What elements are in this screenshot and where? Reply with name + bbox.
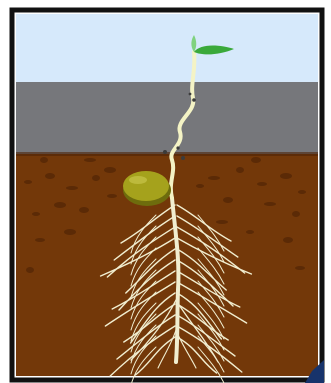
soil-speck — [264, 202, 276, 206]
soil-speck — [54, 202, 66, 208]
soil-speck — [246, 230, 254, 234]
soil-speck — [40, 157, 48, 163]
soil-speck — [292, 211, 300, 217]
soil-speck — [104, 167, 116, 173]
soil-speck — [66, 186, 78, 190]
seed-icon — [123, 171, 169, 201]
soil-speck — [280, 173, 292, 179]
soil-speck — [216, 220, 228, 224]
soil-speck — [32, 212, 40, 216]
soil-speck — [251, 157, 261, 163]
soil-speck — [295, 266, 305, 270]
soil-speck — [298, 190, 306, 194]
soil-speck — [35, 238, 45, 242]
soil-speck — [196, 184, 204, 188]
soil-surface-line — [16, 152, 318, 156]
soil-speck — [45, 173, 55, 179]
soil-speck — [79, 207, 89, 213]
sky-area — [16, 14, 318, 84]
soil-speck — [257, 182, 267, 186]
soil-speck — [223, 197, 233, 203]
seed-highlight — [129, 176, 147, 184]
soil-speck — [283, 237, 293, 243]
soil-speck — [107, 194, 117, 198]
soil-speck — [84, 158, 96, 162]
soil-speck — [208, 176, 220, 180]
soil-speck — [24, 180, 32, 184]
soil-speck — [64, 229, 76, 235]
soil-speck — [92, 175, 100, 181]
grey-band — [16, 82, 318, 154]
soil-speck — [26, 267, 34, 273]
soil-speck — [236, 167, 244, 173]
